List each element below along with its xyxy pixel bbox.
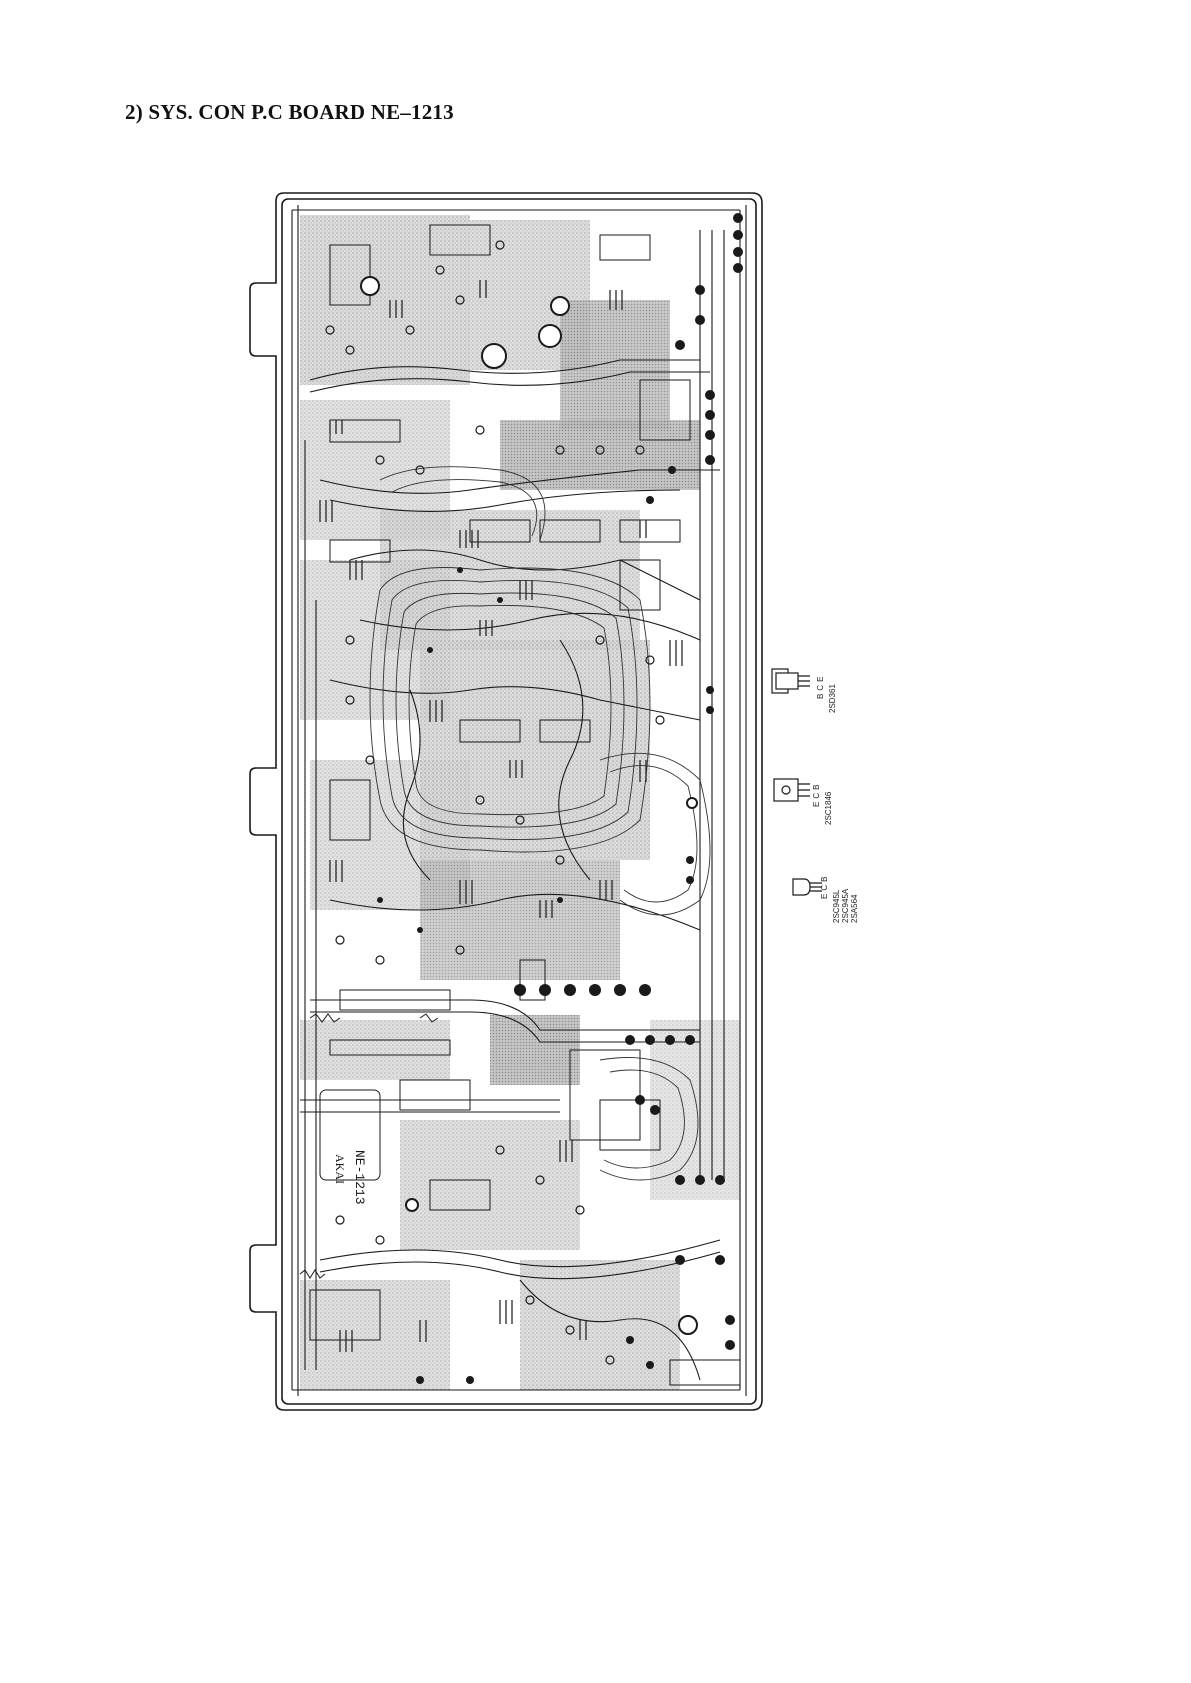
copper-areas	[300, 215, 740, 1390]
transistor-part-label: 2SC1846	[824, 792, 833, 825]
transistor-pins: ECB	[820, 874, 829, 899]
transistor-2sd361: BCE 2SD361	[770, 665, 870, 725]
board-maker-text: AKAI	[333, 1154, 347, 1184]
board-model-text: NE-1213	[352, 1150, 367, 1205]
transistor-2sc1846: ECB 2SC1846	[772, 773, 872, 833]
board-marking: NE-1213 AKAI	[333, 1150, 367, 1205]
to126-transistor-icon	[770, 665, 812, 709]
transistor-pins: ECB	[812, 782, 821, 807]
transistor-part-label: 2SD361	[828, 684, 837, 713]
transistor-part-label: 2SC945L 2SC945A 2SA564	[832, 863, 859, 923]
to126-transistor-icon	[772, 773, 814, 817]
transistor-pinout-legend: BCE 2SD361 ECB 2SC1846 ECB 2SC945L 2SC94…	[770, 665, 880, 925]
transistor-pins: BCE	[816, 674, 825, 699]
transistor-2sc945: ECB 2SC945L 2SC945A 2SA564	[790, 873, 880, 933]
